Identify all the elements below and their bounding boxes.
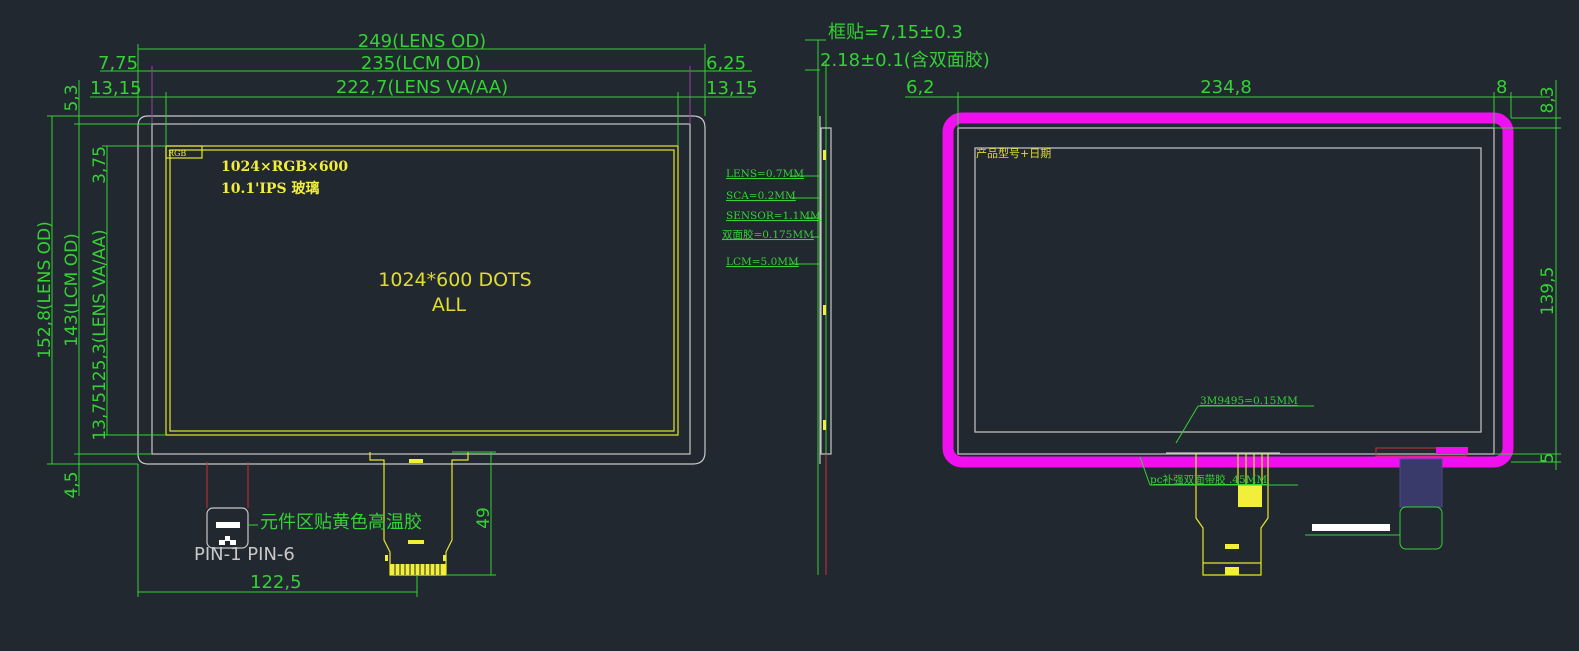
dim-lcm-od-width: 235(LCM OD) (361, 53, 481, 74)
dim-left-13-15: 13,15 (90, 78, 142, 99)
dim-right-6-25: 6,25 (706, 53, 746, 74)
rear-label-strip (1312, 524, 1390, 531)
active-area-inner (169, 149, 675, 432)
dim-width-234-8: 234,8 (1200, 77, 1252, 98)
layer-tape: 双面胶=0.175MM (722, 228, 814, 241)
small-connector (206, 507, 249, 549)
tape-note: 3M9495=0.15MM (1200, 395, 1298, 407)
front-view: RGB 1024×RGB×600 10.1'IPS 玻璃 1024*600 DO… (35, 31, 758, 597)
dim-top-8-3: 8,3 (1538, 86, 1558, 113)
rear-fpc (1195, 453, 1269, 576)
fpc-marker-mid (408, 540, 424, 544)
rear-cable (1399, 458, 1443, 508)
rear-view: 产品型号+日期 3M9495=0.15MM pc补强双面带胶 .45MM 6,2… (905, 77, 1561, 576)
connector-pad (216, 522, 240, 528)
side-view: 框贴=7,15±0.3 2.18±0.1(含双面胶) LENS=0.7MM SC… (722, 22, 990, 575)
fpc-contacts (390, 564, 446, 575)
dim-lcm-od-height: 143(LCM OD) (62, 233, 82, 347)
component-note: 元件区贴黄色高温胶 (260, 512, 422, 533)
dim-lens-va-width: 222,7(LENS VA/AA) (336, 77, 508, 98)
dim-tape: 2.18±0.1(含双面胶) (820, 50, 990, 71)
dim-bottom-5: 5 (1538, 453, 1558, 464)
layer-sca: SCA=0.2MM (726, 190, 796, 202)
dim-bottom-4-5: 4,5 (62, 471, 82, 498)
lcm-outline (151, 123, 691, 455)
bezel-frame (942, 112, 1514, 468)
pin-label: PIN-1 PIN-6 (194, 544, 295, 565)
rgb-box (165, 145, 203, 159)
dim-fpc-offset: 122,5 (250, 572, 302, 593)
dim-fpc-49: 49 (474, 507, 494, 529)
rear-inner-window (974, 147, 1482, 433)
layer-lcm: LCM=5.0MM (726, 256, 799, 268)
lens-outline (137, 115, 706, 465)
dim-left-7-75: 7,75 (98, 53, 138, 74)
product-label: 产品型号+日期 (976, 146, 1051, 160)
resolution-spec: 1024×RGB×600 (221, 159, 348, 175)
rear-lcm-outline (957, 127, 1495, 455)
size-spec: 10.1'IPS 玻璃 (221, 180, 319, 197)
dim-lens-od-width: 249(LENS OD) (358, 31, 486, 52)
dim-right-8: 8 (1496, 77, 1507, 98)
dim-left-6-2: 6,2 (906, 77, 935, 98)
rgb-label: RGB (168, 149, 186, 158)
dim-lens-va-height: 13,75125,3(LENS VA/AA) (90, 229, 110, 440)
dim-frame: 框贴=7,15±0.3 (828, 22, 963, 43)
active-area-outer (165, 145, 679, 436)
layer-lens: LENS=0.7MM (726, 168, 804, 180)
dim-height-139-5: 139,5 (1538, 267, 1558, 316)
rear-fpc-stiffener (1238, 485, 1262, 507)
pc-note: pc补强双面带胶 .45MM (1150, 473, 1267, 486)
dim-lens-od-height: 152,8(LENS OD) (35, 221, 55, 359)
dim-right-13-15: 13,15 (706, 78, 758, 99)
center-text-dots: 1024*600 DOTS (378, 269, 531, 291)
dim-top-3-75: 3,75 (90, 146, 110, 184)
layer-sensor: SENSOR=1.1MM (726, 210, 821, 222)
dim-top-5-3: 5,3 (62, 84, 82, 111)
center-text-all: ALL (432, 294, 467, 316)
fpc-marker-top (409, 459, 423, 463)
rear-connector (1399, 506, 1443, 550)
